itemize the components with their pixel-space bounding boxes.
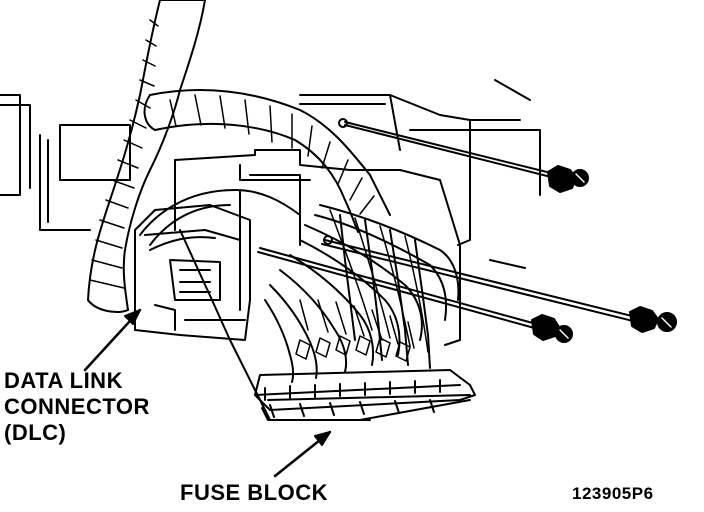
leader-arrows xyxy=(83,308,332,478)
data-link-connector-label: DATA LINK CONNECTOR (DLC) xyxy=(4,368,150,446)
dlc-label-line3: (DLC) xyxy=(4,420,67,445)
figure-id: 123905P6 xyxy=(572,484,654,503)
screws xyxy=(257,118,677,343)
data-link-connector xyxy=(134,189,301,341)
wiring-harness xyxy=(87,0,391,313)
fuse-block-label: FUSE BLOCK xyxy=(180,480,328,505)
dlc-label-line1: DATA LINK xyxy=(4,368,123,393)
dlc-label-line2: CONNECTOR xyxy=(4,394,150,419)
